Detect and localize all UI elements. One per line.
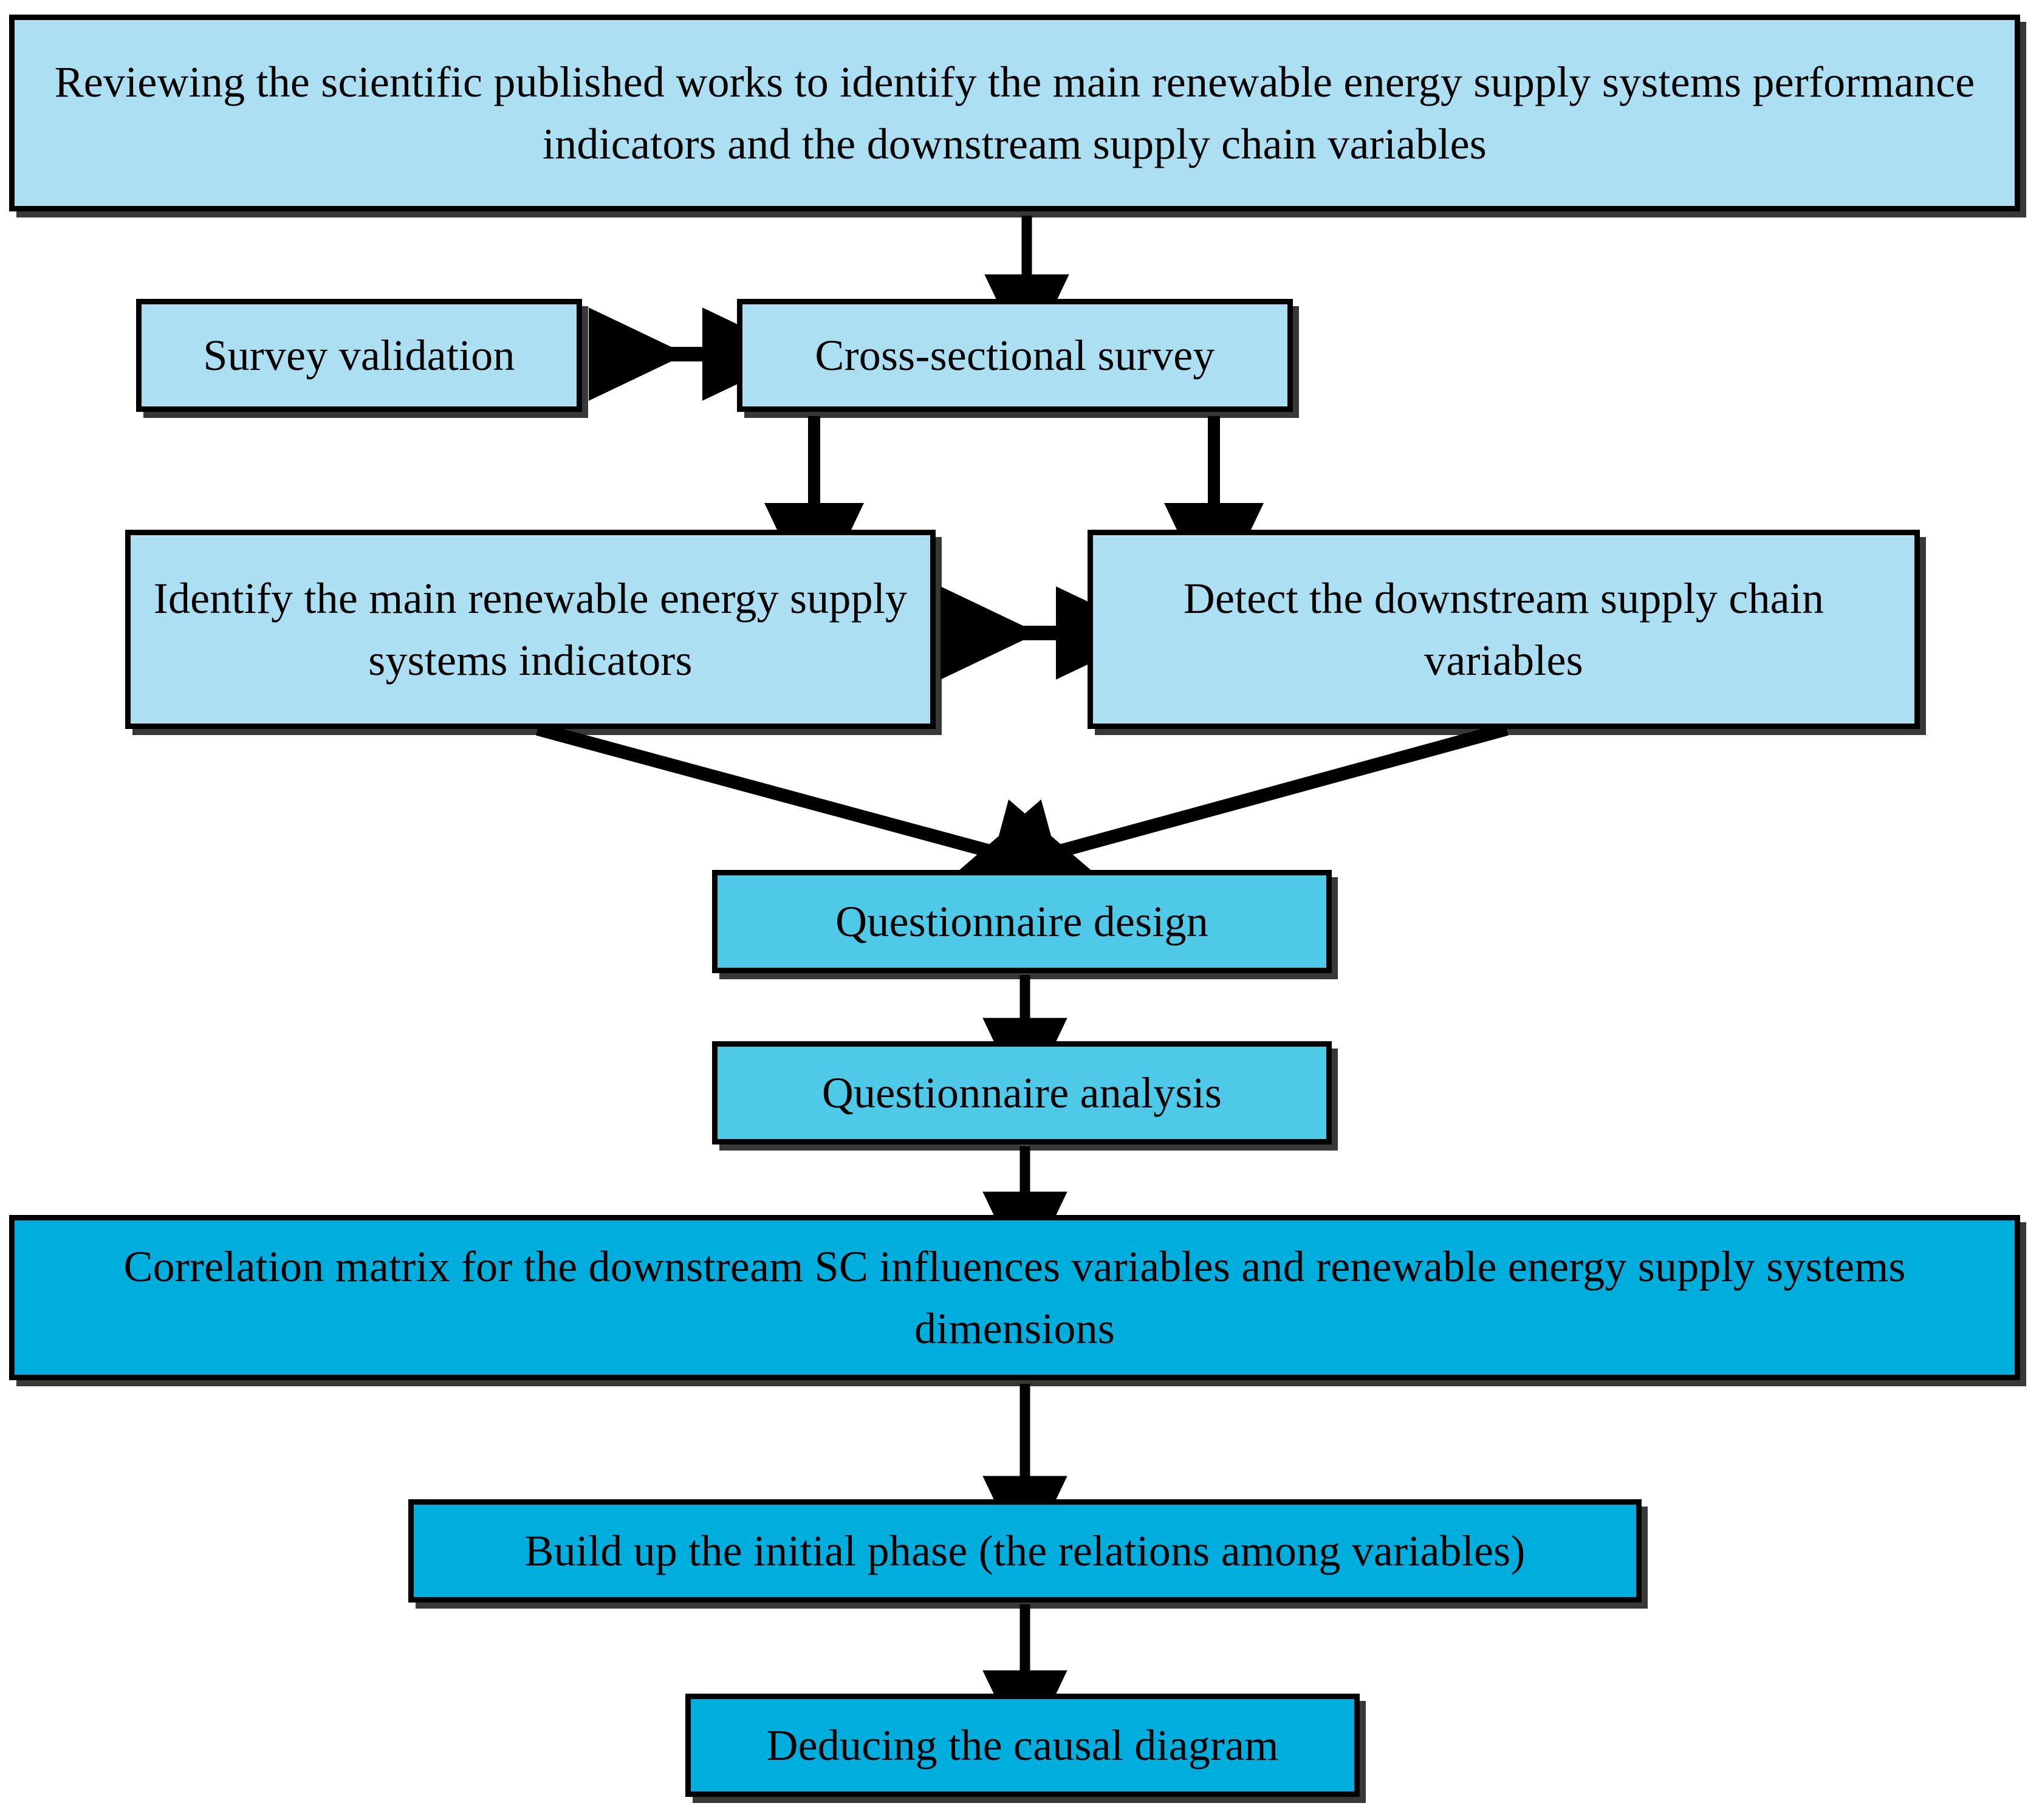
edge-detect-to-questionnaire-design [944,722,1509,906]
node-label-correlation-matrix: Correlation matrix for the downstream SC… [123,1242,1906,1353]
node-review-published-works[interactable]: Reviewing the scientific published works… [9,15,2020,211]
node-label-identify-indicators: Identify the main renewable energy suppl… [153,573,908,685]
node-survey-validation[interactable]: Survey validation [136,299,582,412]
node-label-questionnaire-design: Questionnaire design [835,897,1208,946]
node-questionnaire-design[interactable]: Questionnaire design [712,870,1332,973]
edge-identify-to-questionnaire-design [536,722,1106,906]
node-label-questionnaire-analysis: Questionnaire analysis [821,1068,1222,1117]
node-questionnaire-analysis[interactable]: Questionnaire analysis [712,1041,1332,1144]
node-deduce-causal-diagram[interactable]: Deducing the causal diagram [685,1694,1360,1797]
node-cross-sectional-survey[interactable]: Cross-sectional survey [737,299,1293,412]
node-identify-indicators[interactable]: Identify the main renewable energy suppl… [125,530,936,729]
node-correlation-matrix[interactable]: Correlation matrix for the downstream SC… [9,1215,2020,1380]
node-label-build-initial-phase: Build up the initial phase (the relation… [524,1526,1526,1575]
node-detect-variables[interactable]: Detect the downstream supply chain varia… [1088,530,1920,729]
node-label-deduce-causal-diagram: Deducing the causal diagram [766,1720,1279,1770]
node-label-review: Reviewing the scientific published works… [54,57,1975,168]
node-build-initial-phase[interactable]: Build up the initial phase (the relation… [408,1499,1642,1603]
node-label-cross-sectional-survey: Cross-sectional survey [815,330,1215,380]
node-label-survey-validation: Survey validation [203,330,515,380]
node-label-detect-variables: Detect the downstream supply chain varia… [1183,573,1824,685]
